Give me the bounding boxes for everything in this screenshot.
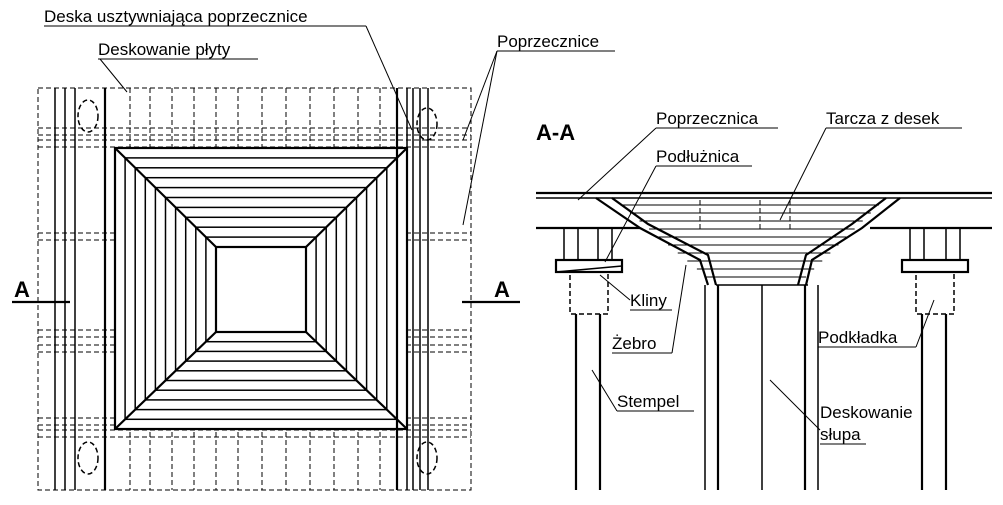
section-title: A-A xyxy=(536,120,575,145)
column-formwork xyxy=(704,284,819,490)
label-crossbeam: Poprzecznica xyxy=(656,109,759,128)
prop-left xyxy=(554,227,624,490)
capital-funnel xyxy=(595,197,901,286)
crossbeam-left xyxy=(54,88,107,490)
plan-view: A A Deska usztywniająca poprzecznice Des… xyxy=(12,7,615,491)
label-board-disc: Tarcza z desek xyxy=(826,109,940,128)
crossbeam-right xyxy=(395,88,429,490)
label-prop: Stempel xyxy=(617,392,679,411)
label-stiffening-board: Deska usztywniająca poprzecznice xyxy=(44,7,308,26)
slab-boards xyxy=(536,191,992,230)
label-column-formwork-1: Deskowanie xyxy=(820,403,913,422)
section-mark-right: A xyxy=(494,277,510,302)
section-view: A-A xyxy=(536,109,992,490)
label-wedges: Kliny xyxy=(630,291,667,310)
label-column-formwork-2: słupa xyxy=(820,425,861,444)
label-rib: Żebro xyxy=(612,334,656,353)
label-crossbeams: Poprzecznice xyxy=(497,32,599,51)
column-opening xyxy=(214,245,308,334)
label-shim: Podkładka xyxy=(818,328,898,347)
prop-right xyxy=(900,227,970,490)
label-slab-formwork: Deskowanie płyty xyxy=(98,40,231,59)
section-mark-left: A xyxy=(14,277,30,302)
section-line: A A xyxy=(12,277,520,304)
slab-formwork-outline xyxy=(37,87,472,491)
column-capital-plan xyxy=(113,146,409,431)
prop-marks xyxy=(77,99,438,475)
label-longitudinal-beam: Podłużnica xyxy=(656,147,740,166)
